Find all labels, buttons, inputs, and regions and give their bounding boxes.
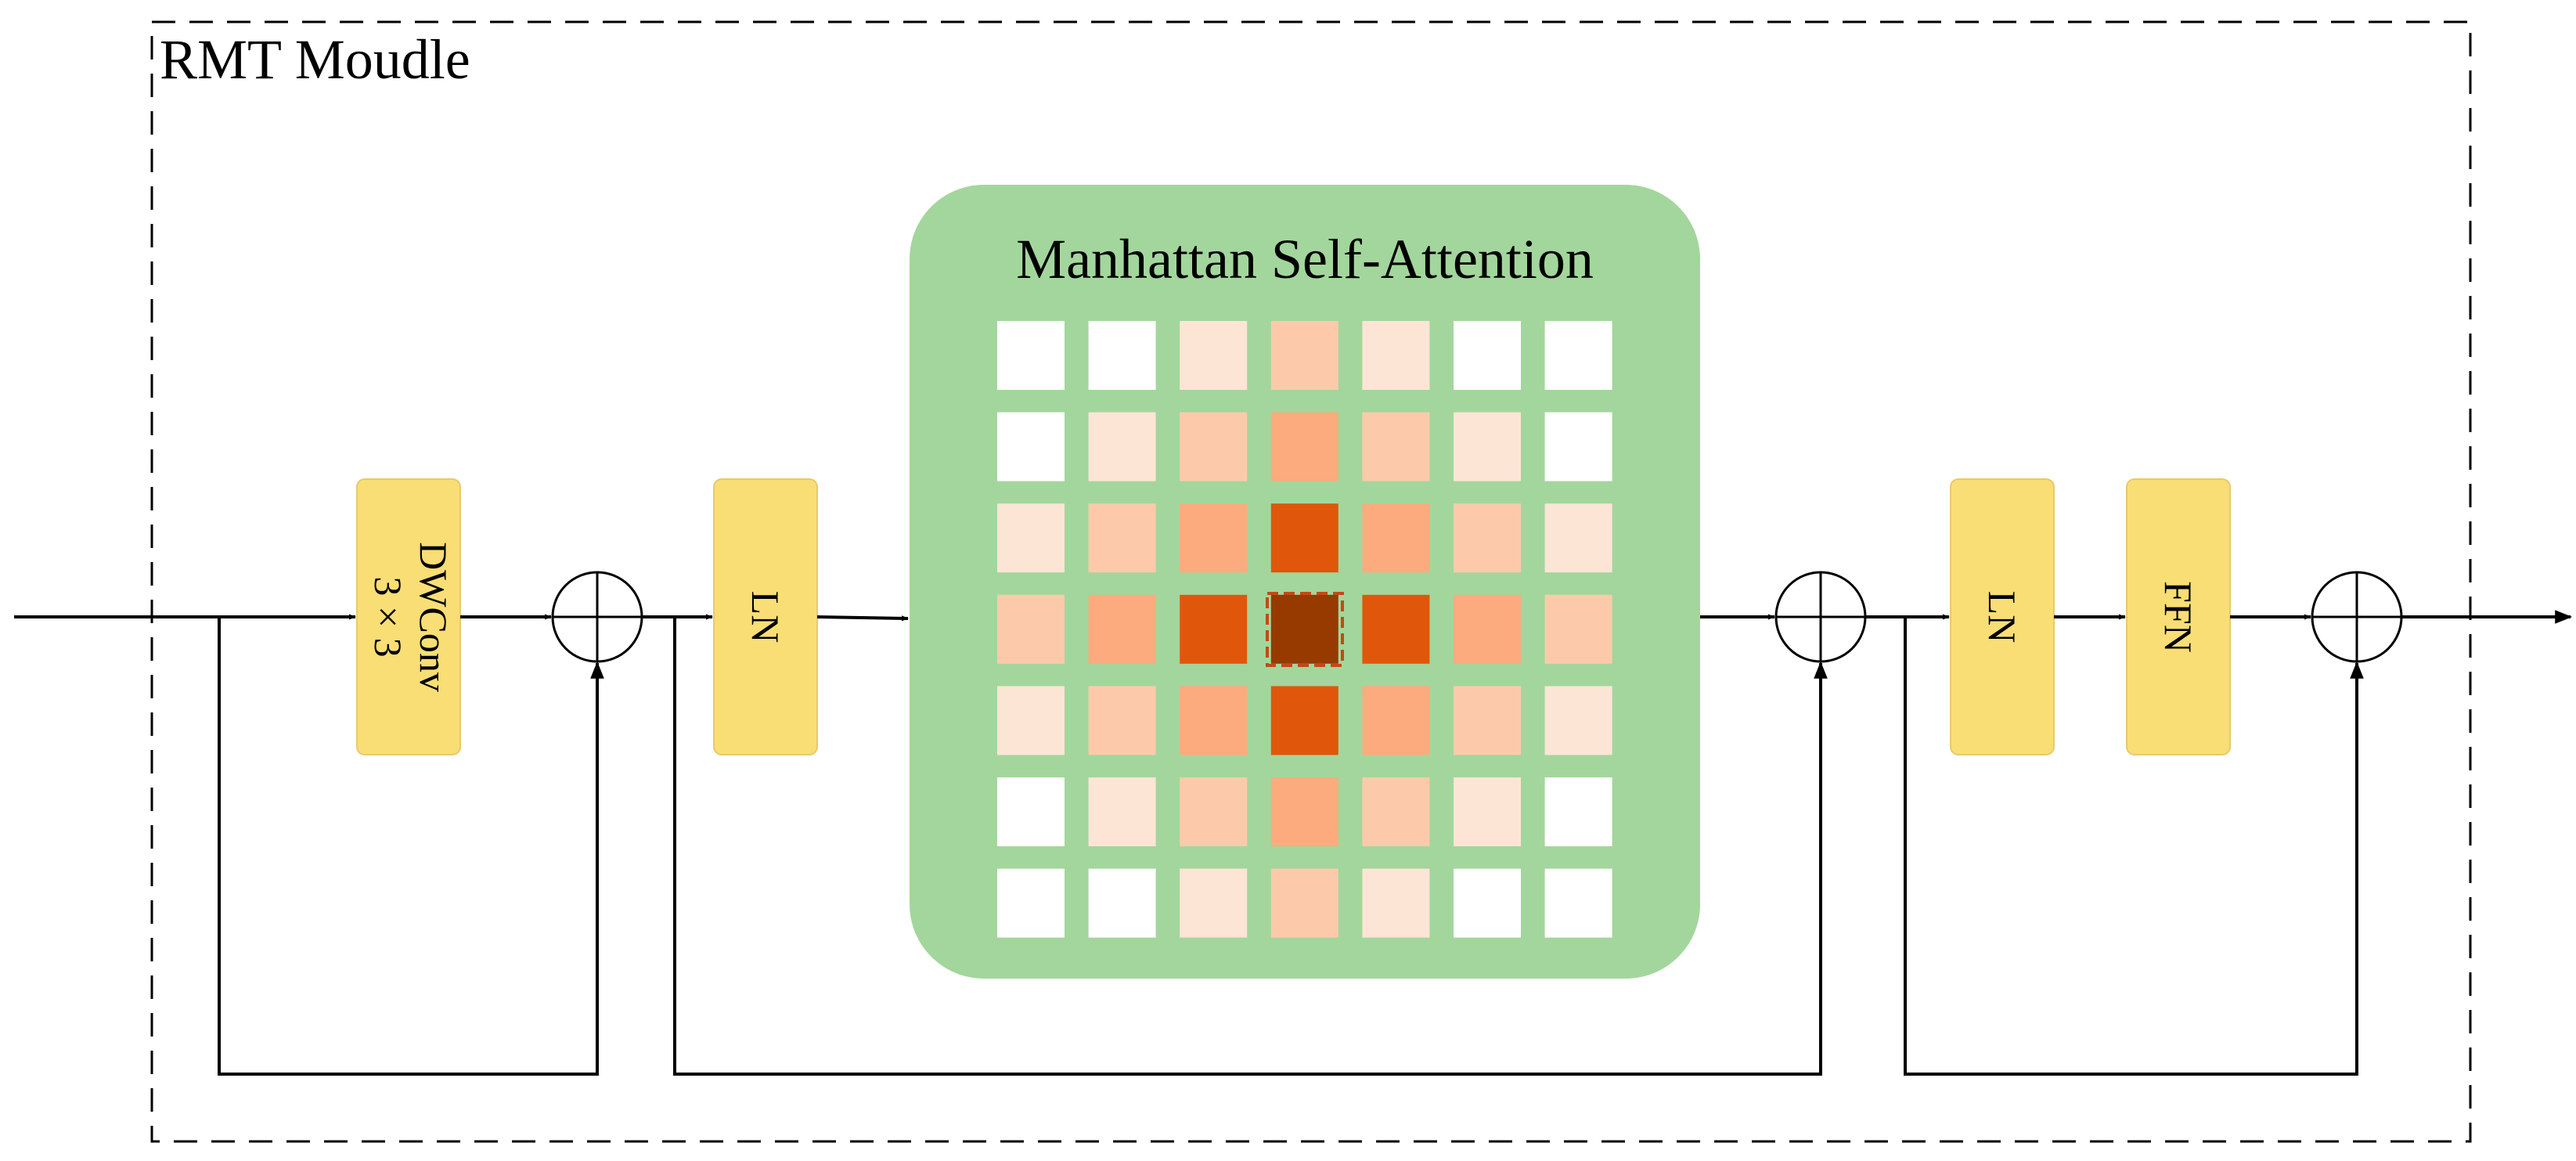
attention-cell-r2-c2 [1180,503,1248,573]
attention-cell-r0-c1 [1088,321,1156,390]
attention-cell-r4-c0 [997,686,1065,755]
attention-cell-r4-c3 [1270,686,1338,755]
attention-cell-r4-c1 [1088,686,1156,755]
attention-cell-r3-c5 [1454,594,1521,664]
dwconv-label: DWConv [412,542,456,692]
attention-cell-r5-c5 [1454,777,1521,846]
attention-cell-r0-c4 [1362,321,1430,390]
arrow-ln1-to-attention [816,615,909,622]
focus-token-outline [1266,592,1344,667]
ln-label-2: LN [1980,591,2024,644]
add-node-1 [551,571,643,663]
attention-cell-r6-c2 [1180,868,1248,938]
skip-connection-1 [218,617,604,1076]
attention-cell-r5-c2 [1180,777,1248,846]
attention-cell-r1-c2 [1180,412,1248,481]
attention-cell-r4-c5 [1454,686,1521,755]
attention-cell-r1-c0 [997,412,1065,481]
ln-block-2: LN [1950,478,2055,755]
attention-cell-r2-c3 [1270,503,1338,573]
attention-cell-r4-c6 [1544,686,1612,755]
attention-cell-r0-c0 [997,321,1065,390]
attention-cell-r0-c6 [1544,321,1612,390]
attention-cell-r6-c5 [1454,868,1521,938]
attention-cell-r1-c6 [1544,412,1612,481]
attention-cell-r3-c6 [1544,594,1612,664]
attention-cell-r6-c4 [1362,868,1430,938]
attention-cell-r0-c3 [1270,321,1338,390]
add-node-2 [1774,571,1867,663]
attention-cell-r0-c2 [1180,321,1248,390]
attention-cell-r3-c0 [997,594,1065,664]
attention-cell-r5-c0 [997,777,1065,846]
attention-cell-r3-c4 [1362,594,1430,664]
attention-cell-r3-c2 [1180,594,1248,664]
attention-cell-r2-c6 [1544,503,1612,573]
dwconv-block: DWConv 3 × 3 [356,478,461,755]
dwconv-kernel-label: 3 × 3 [366,576,410,657]
attention-cell-r6-c1 [1088,868,1156,938]
attention-cell-r6-c6 [1544,868,1612,938]
attention-title: Manhattan Self-Attention [1016,228,1594,290]
attention-cell-r5-c3 [1270,777,1338,846]
ln-block-1: LN [713,478,818,755]
attention-cell-r5-c1 [1088,777,1156,846]
attention-cell-r5-c4 [1362,777,1430,846]
ffn-block: FFN [2126,478,2231,755]
skip-connection-3 [1904,617,2364,1076]
attention-cell-r2-c4 [1362,503,1430,573]
flow-lines [14,610,2573,1076]
ffn-label: FFN [2156,581,2200,653]
module-boundary [150,20,2472,1143]
attention-cell-r6-c0 [997,868,1065,938]
attention-cell-r2-c5 [1454,503,1521,573]
attention-grid [997,321,1612,938]
attention-cell-r1-c1 [1088,412,1156,481]
attention-cell-r4-c2 [1180,686,1248,755]
attention-cell-r4-c4 [1362,686,1430,755]
add-node-3 [2311,571,2403,663]
ln-label-1: LN [744,591,787,644]
attention-cell-r2-c0 [997,503,1065,573]
attention-cell-r5-c6 [1544,777,1612,846]
module-title: RMT Moudle [160,28,470,91]
attention-cell-r3-c1 [1088,594,1156,664]
attention-cell-r2-c1 [1088,503,1156,573]
attention-cell-r1-c3 [1270,412,1338,481]
attention-cell-r3-c3 [1270,594,1338,664]
attention-cell-r1-c4 [1362,412,1430,481]
attention-cell-r0-c5 [1454,321,1521,390]
skip-connection-2 [673,617,1828,1076]
attention-cell-r1-c5 [1454,412,1521,481]
attention-panel [910,185,1700,979]
attention-cell-r6-c3 [1270,868,1338,938]
